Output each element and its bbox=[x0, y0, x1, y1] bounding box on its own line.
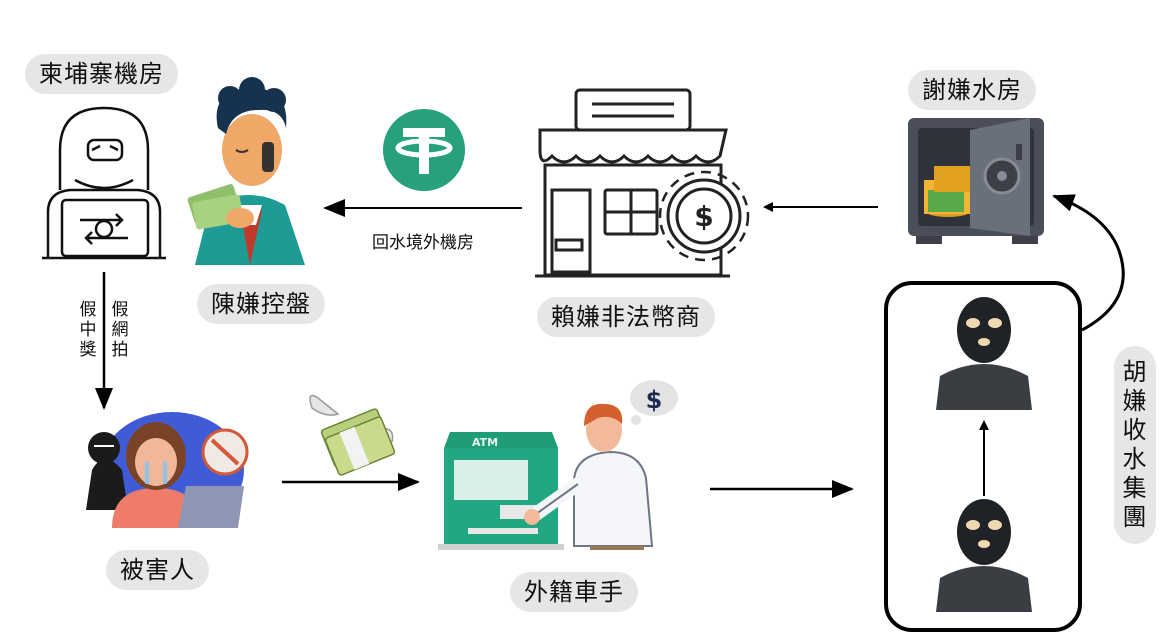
foreign-mule-label: 外籍車手 bbox=[510, 572, 638, 612]
atm-label: ATM bbox=[472, 436, 498, 449]
atm-machine-icon bbox=[438, 432, 564, 550]
hu-label: 胡嫌收水集團 bbox=[1114, 346, 1156, 544]
arrow-hu-to-hsieh bbox=[1052, 194, 1125, 332]
victim-label: 被害人 bbox=[106, 550, 209, 590]
lai-label: 賴嫌非法幣商 bbox=[537, 297, 715, 337]
fake-prize-label: 假中獎 bbox=[79, 300, 97, 360]
shop-dollar-sign: $ bbox=[694, 200, 713, 233]
chen-label: 陳嫌控盤 bbox=[197, 284, 325, 324]
exchange-shop-icon bbox=[535, 88, 750, 278]
hu-group-box bbox=[884, 281, 1082, 632]
fake-auction-label: 假網拍 bbox=[111, 300, 129, 360]
masked-person-icon-top bbox=[936, 297, 1032, 410]
victim-icon bbox=[86, 412, 249, 528]
masked-person-icon-bottom bbox=[936, 499, 1032, 612]
hsieh-label: 謝嫌水房 bbox=[908, 70, 1036, 110]
return-overseas-label: 回水境外機房 bbox=[372, 233, 474, 253]
safe-icon bbox=[908, 118, 1044, 244]
cambodia-room-label: 柬埔寨機房 bbox=[25, 54, 178, 94]
hacker-icon bbox=[42, 106, 166, 260]
foreign-mule-icon bbox=[524, 403, 654, 550]
chen-controller-icon bbox=[187, 77, 305, 265]
bubble-dollar-sign: $ bbox=[646, 386, 663, 414]
thought-bubble-icon bbox=[630, 380, 678, 425]
flying-money-icon bbox=[309, 394, 396, 476]
tether-coin-icon bbox=[383, 109, 465, 191]
